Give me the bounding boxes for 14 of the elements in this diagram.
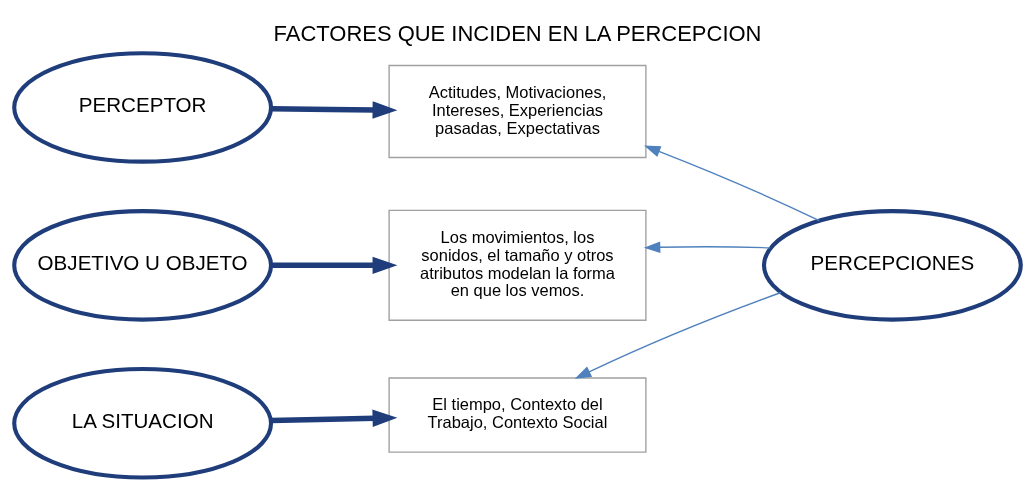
node-ellipse: LA SITUACION (12, 366, 274, 480)
node-box: Actitudes, Motivaciones, Intereses, Experiencias pasadas, Expectativas (388, 64, 647, 158)
node-ellipse: OBJETIVO U OBJETO (12, 208, 274, 322)
node-ellipse: PERCEPTOR (12, 50, 274, 164)
arrow (643, 241, 771, 253)
arrow (643, 145, 820, 221)
node-box: El tiempo, Contexto del Trabajo, Contexto Social (388, 376, 647, 453)
node-box: Los movimientos, los sonidos, el tamaño y otros atributos modelan la forma en que los vemos. (388, 209, 647, 321)
arrow (271, 256, 398, 274)
diagram-title: FACTORES QUE INCIDEN EN LA PERCEPCION (273, 20, 762, 46)
node-ellipse: PERCEPCIONES (761, 208, 1023, 322)
arrow (270, 409, 398, 427)
arrow (574, 291, 782, 379)
arrow (271, 100, 398, 119)
